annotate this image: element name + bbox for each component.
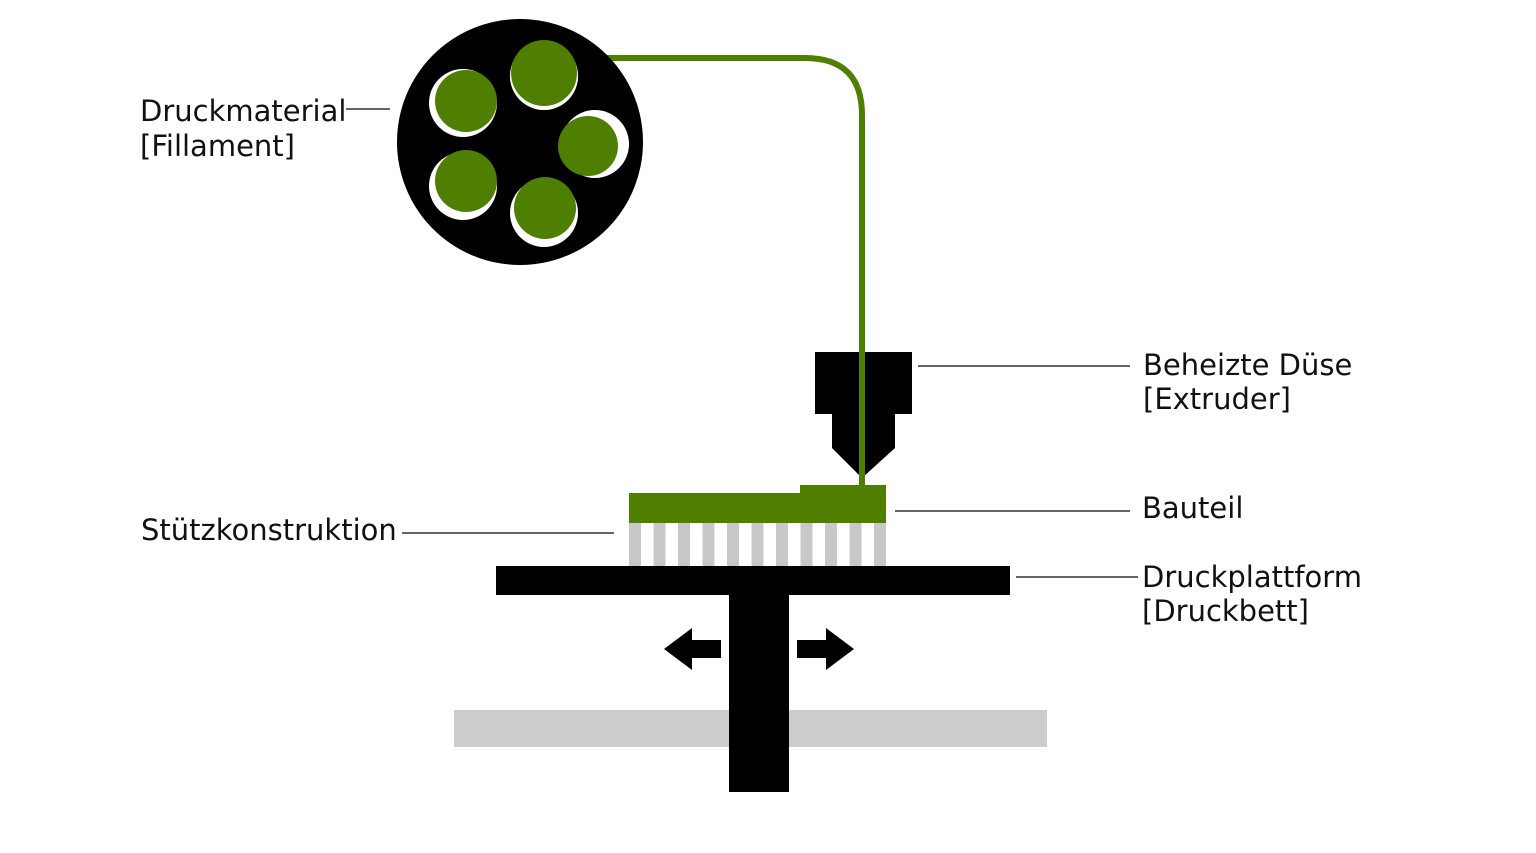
support-structure bbox=[629, 523, 886, 566]
support-column bbox=[800, 523, 813, 566]
support-column bbox=[874, 523, 886, 566]
support-column bbox=[776, 523, 788, 566]
label-part-line1: Bauteil bbox=[1142, 491, 1243, 525]
label-extruder-line2: [Extruder] bbox=[1143, 382, 1291, 416]
label-platform: Druckplattform [Druckbett] bbox=[1142, 560, 1362, 628]
label-platform-line1: Druckplattform bbox=[1142, 560, 1362, 594]
label-platform-line2: [Druckbett] bbox=[1142, 594, 1309, 628]
support-column bbox=[727, 523, 739, 566]
label-extruder: Beheizte Düse [Extruder] bbox=[1143, 348, 1352, 416]
build-platform bbox=[496, 566, 1010, 595]
label-filament-line1: Druckmaterial bbox=[140, 94, 346, 128]
label-support-line1: Stützkonstruktion bbox=[141, 513, 397, 547]
printed-part bbox=[629, 485, 886, 523]
spool-holes bbox=[429, 40, 629, 247]
nozzle-icon bbox=[815, 352, 912, 486]
label-extruder-line1: Beheizte Düse bbox=[1143, 348, 1352, 382]
label-part: Bauteil bbox=[1142, 491, 1243, 525]
label-support: Stützkonstruktion bbox=[141, 513, 397, 547]
support-column bbox=[702, 523, 715, 566]
arrow-right-icon bbox=[797, 628, 854, 670]
label-filament: Druckmaterial [Fillament] bbox=[140, 94, 346, 163]
support-column bbox=[678, 523, 690, 566]
label-filament-line2: [Fillament] bbox=[140, 129, 295, 163]
arrow-left-icon bbox=[664, 628, 721, 670]
support-column bbox=[629, 523, 641, 566]
support-column bbox=[849, 523, 862, 566]
support-column bbox=[751, 523, 764, 566]
support-column bbox=[653, 523, 666, 566]
support-column bbox=[825, 523, 837, 566]
platform-column bbox=[729, 595, 789, 792]
filament-strand bbox=[520, 55, 865, 486]
